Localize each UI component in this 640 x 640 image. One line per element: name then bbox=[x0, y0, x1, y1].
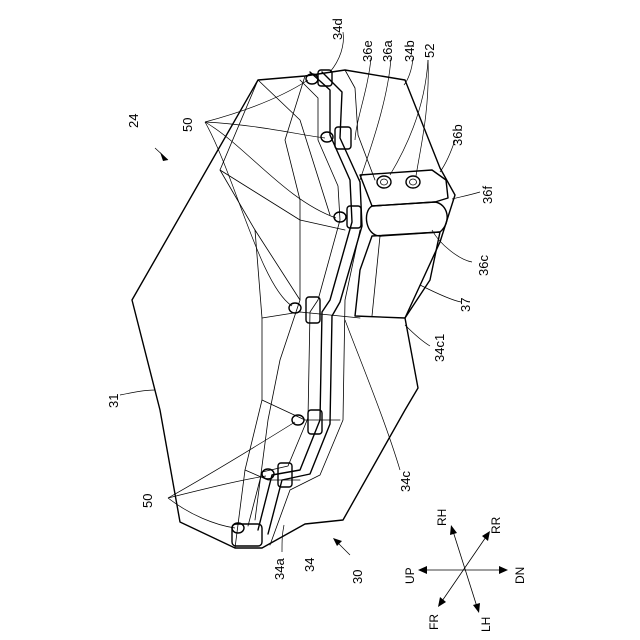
label-37: 37 bbox=[458, 298, 473, 312]
bracket-cylinder bbox=[366, 202, 447, 236]
label-34c: 34c bbox=[398, 471, 413, 492]
arrowhead-24 bbox=[160, 152, 168, 161]
label-50-bottom: 50 bbox=[140, 494, 155, 508]
label-34d: 34d bbox=[330, 18, 345, 40]
flange-strip-inner bbox=[268, 72, 362, 534]
cover-fold-4 bbox=[262, 312, 360, 318]
arrow-dn bbox=[499, 566, 508, 574]
bolt-mid-4-boss bbox=[306, 297, 320, 323]
dir-label-lh: LH bbox=[479, 617, 493, 632]
label-34b: 34b bbox=[402, 40, 417, 62]
bolt-mid-4 bbox=[289, 303, 301, 313]
arrow-rh bbox=[450, 525, 457, 535]
arrow-fr bbox=[438, 597, 446, 607]
cover-fold-5 bbox=[262, 400, 340, 420]
label-31: 31 bbox=[106, 394, 121, 408]
label-36c: 36c bbox=[476, 255, 491, 276]
direction-compass: RH RR UP DN FR LH bbox=[403, 509, 527, 632]
cover-rim-inner bbox=[255, 76, 305, 520]
label-36a: 36a bbox=[380, 40, 395, 62]
cover-fold-3 bbox=[255, 230, 300, 300]
bracket-inner-edge bbox=[372, 236, 380, 316]
dir-label-rr: RR bbox=[489, 516, 503, 534]
label-50-top: 50 bbox=[180, 118, 195, 132]
bracket-bolt-2-inner bbox=[410, 179, 417, 185]
label-34a: 34a bbox=[272, 558, 287, 580]
dir-label-up: UP bbox=[403, 567, 417, 584]
dir-label-dn: DN bbox=[513, 567, 527, 584]
label-36b: 36b bbox=[450, 124, 465, 146]
labels: 24 50 34d 36e 36a 34b 52 36b 36f 36c 37 … bbox=[106, 18, 495, 584]
dir-label-rh: RH bbox=[435, 509, 449, 526]
bracket-bolt-1 bbox=[377, 176, 391, 188]
bracket-bolt-1-inner bbox=[381, 179, 388, 185]
label-36e: 36e bbox=[360, 40, 375, 62]
bracket-front bbox=[355, 232, 440, 318]
label-34c1: 34c1 bbox=[432, 334, 447, 362]
arrowhead-30 bbox=[333, 538, 342, 546]
label-52: 52 bbox=[422, 44, 437, 58]
dir-label-fr: FR bbox=[427, 614, 441, 630]
side-wall-right bbox=[345, 70, 375, 180]
label-36f: 36f bbox=[480, 186, 495, 204]
label-24: 24 bbox=[126, 114, 141, 128]
cover-fold-2 bbox=[220, 170, 345, 230]
flange-strip-outer bbox=[258, 72, 352, 530]
arrow-up bbox=[418, 566, 427, 574]
bolt-top-3-boss bbox=[347, 206, 361, 228]
label-34: 34 bbox=[302, 558, 317, 572]
bracket-bolt-2 bbox=[406, 176, 420, 188]
bracket-block bbox=[355, 170, 448, 318]
label-30: 30 bbox=[350, 570, 365, 584]
arrow-lh bbox=[473, 603, 480, 613]
